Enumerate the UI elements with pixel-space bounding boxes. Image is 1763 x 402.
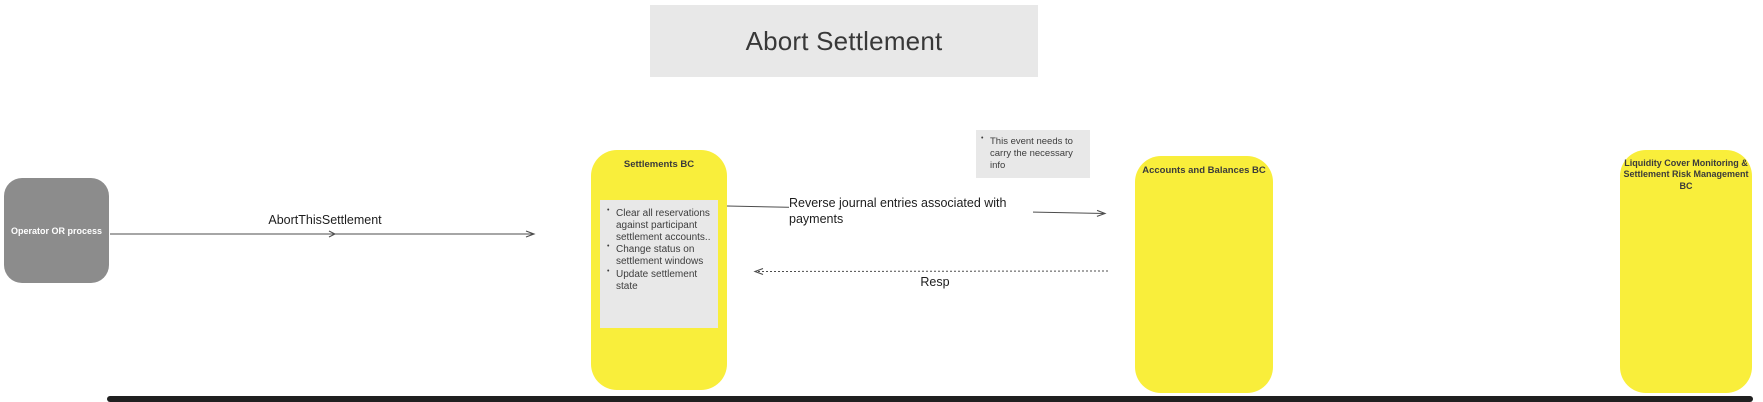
note-bullet-item: Clear all reservations against participa…: [603, 207, 715, 243]
actor-operator-label: Operator OR process: [10, 225, 103, 236]
actor-liquidity-cover-bc: Liquidity Cover Monitoring & Settlement …: [1620, 150, 1752, 393]
actor-accounts-label: Accounts and Balances BC: [1142, 165, 1266, 176]
diagram-title-box: Abort Settlement: [650, 5, 1038, 77]
reverse-journal-message-label: Reverse journal entries associated with …: [789, 195, 1033, 228]
resp-message-arrow: [753, 267, 1109, 276]
abort-arrow-midpoint-marker: [328, 230, 337, 238]
actor-operator-process: Operator OR process: [4, 178, 109, 283]
note-bullet-item: Change status on settlement windows: [603, 243, 715, 268]
resp-message-label: Resp: [920, 275, 950, 289]
settlements-note-list: Clear all reservations against participa…: [603, 207, 715, 293]
horizontal-scrollbar-thumb[interactable]: [107, 396, 1753, 402]
event-info-note: This event needs to carry the necessary …: [976, 130, 1090, 178]
note-bullet-item: This event needs to carry the necessary …: [977, 135, 1087, 172]
settlements-note: Clear all reservations against participa…: [600, 200, 718, 328]
abort-message-label: AbortThisSettlement: [268, 213, 382, 227]
actor-accounts-and-balances-bc: Accounts and Balances BC: [1135, 156, 1273, 393]
event-info-note-list: This event needs to carry the necessary …: [977, 135, 1087, 172]
actor-settlements-label: Settlements BC: [623, 159, 695, 170]
diagram-title: Abort Settlement: [745, 25, 943, 56]
actor-settlements-bc: Settlements BC Clear all reservations ag…: [591, 150, 727, 390]
actor-liquidity-label: Liquidity Cover Monitoring & Settlement …: [1623, 158, 1749, 191]
note-bullet-item: Update settlement state: [603, 268, 715, 293]
